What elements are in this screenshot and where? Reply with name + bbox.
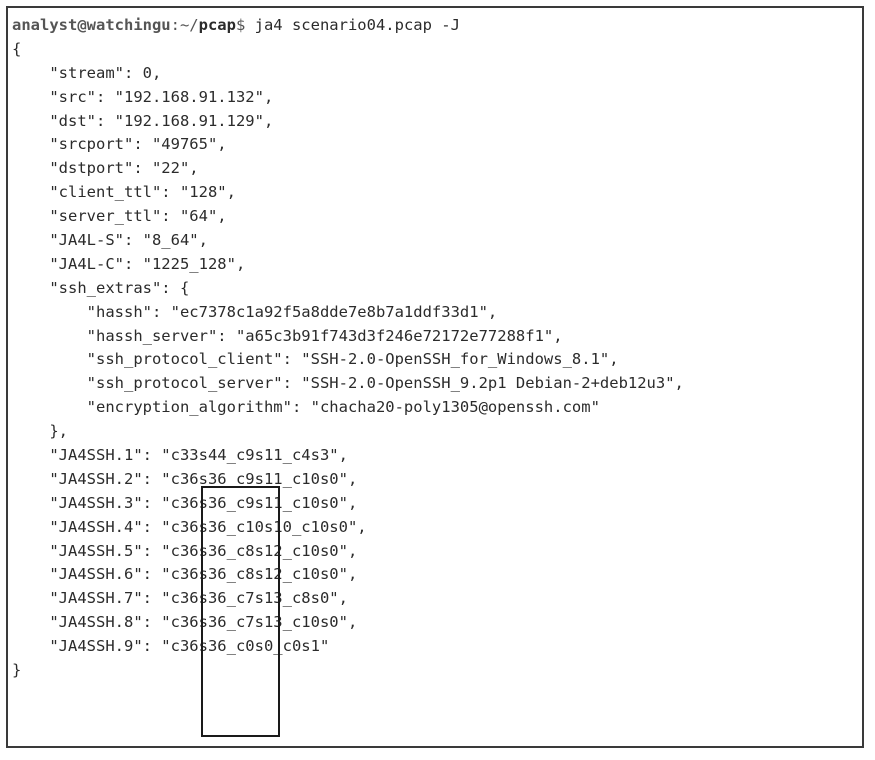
output-line: "JA4SSH.1": "c33s44_c9s11_c4s3", — [12, 446, 348, 465]
output-line: "JA4SSH.3": "c36s36_c9s11_c10s0", — [12, 493, 358, 512]
output-line: "client_ttl": "128", — [12, 183, 236, 202]
output-line: "JA4SSH.4": "c36s36_c10s10_c10s0", — [12, 517, 367, 536]
output-line: "JA4SSH.6": "c36s36_c8s12_c10s0", — [12, 565, 358, 584]
command-text: ja4 scenario04.pcap -J — [254, 16, 460, 34]
output-line: "JA4SSH.8": "c36s36_c7s13_c10s0", — [12, 613, 358, 632]
output-line: "hassh_server": "a65c3b91f743d3f246e7217… — [12, 326, 563, 345]
prompt-symbol: $ — [235, 16, 255, 34]
output-line: } — [12, 661, 22, 680]
output-line: "src": "192.168.91.132", — [12, 87, 274, 106]
output-line: "JA4L-S": "8_64", — [12, 231, 208, 250]
output-line: "dst": "192.168.91.129", — [12, 111, 274, 130]
output-line: "JA4SSH.2": "c36s36_c9s11_c10s0", — [12, 469, 358, 488]
output-line: "JA4SSH.7": "c36s36_c7s13_c8s0", — [12, 589, 348, 608]
output-line: "JA4SSH.5": "c36s36_c8s12_c10s0", — [12, 541, 358, 560]
output-line: "JA4SSH.9": "c36s36_c0s0_c0s1" — [12, 637, 330, 656]
output-line: "dstport": "22", — [12, 159, 199, 178]
output-line: "encryption_algorithm": "chacha20-poly13… — [12, 398, 600, 417]
prompt-directory: pcap — [198, 16, 236, 34]
prompt-line: analyst@watchingu:~/pcap$ ja4 scenario04… — [12, 14, 862, 38]
output-line: "ssh_extras": { — [12, 278, 190, 297]
prompt-separator: :~/ — [170, 16, 199, 34]
prompt-user-host: analyst@watchingu — [12, 16, 171, 34]
output-line: }, — [12, 422, 68, 441]
output-line: "JA4L-C": "1225_128", — [12, 254, 246, 273]
output-line: "ssh_protocol_client": "SSH-2.0-OpenSSH_… — [12, 350, 619, 369]
output-line: "srcport": "49765", — [12, 135, 227, 154]
terminal-window[interactable]: analyst@watchingu:~/pcap$ ja4 scenario04… — [6, 6, 864, 748]
output-line: "stream": 0, — [12, 63, 162, 82]
output-line: "server_ttl": "64", — [12, 207, 227, 226]
output-line: { — [12, 39, 22, 58]
output-line: "ssh_protocol_server": "SSH-2.0-OpenSSH_… — [12, 374, 684, 393]
output-line: "hassh": "ec7378c1a92f5a8dde7e8b7a1ddf33… — [12, 302, 498, 321]
